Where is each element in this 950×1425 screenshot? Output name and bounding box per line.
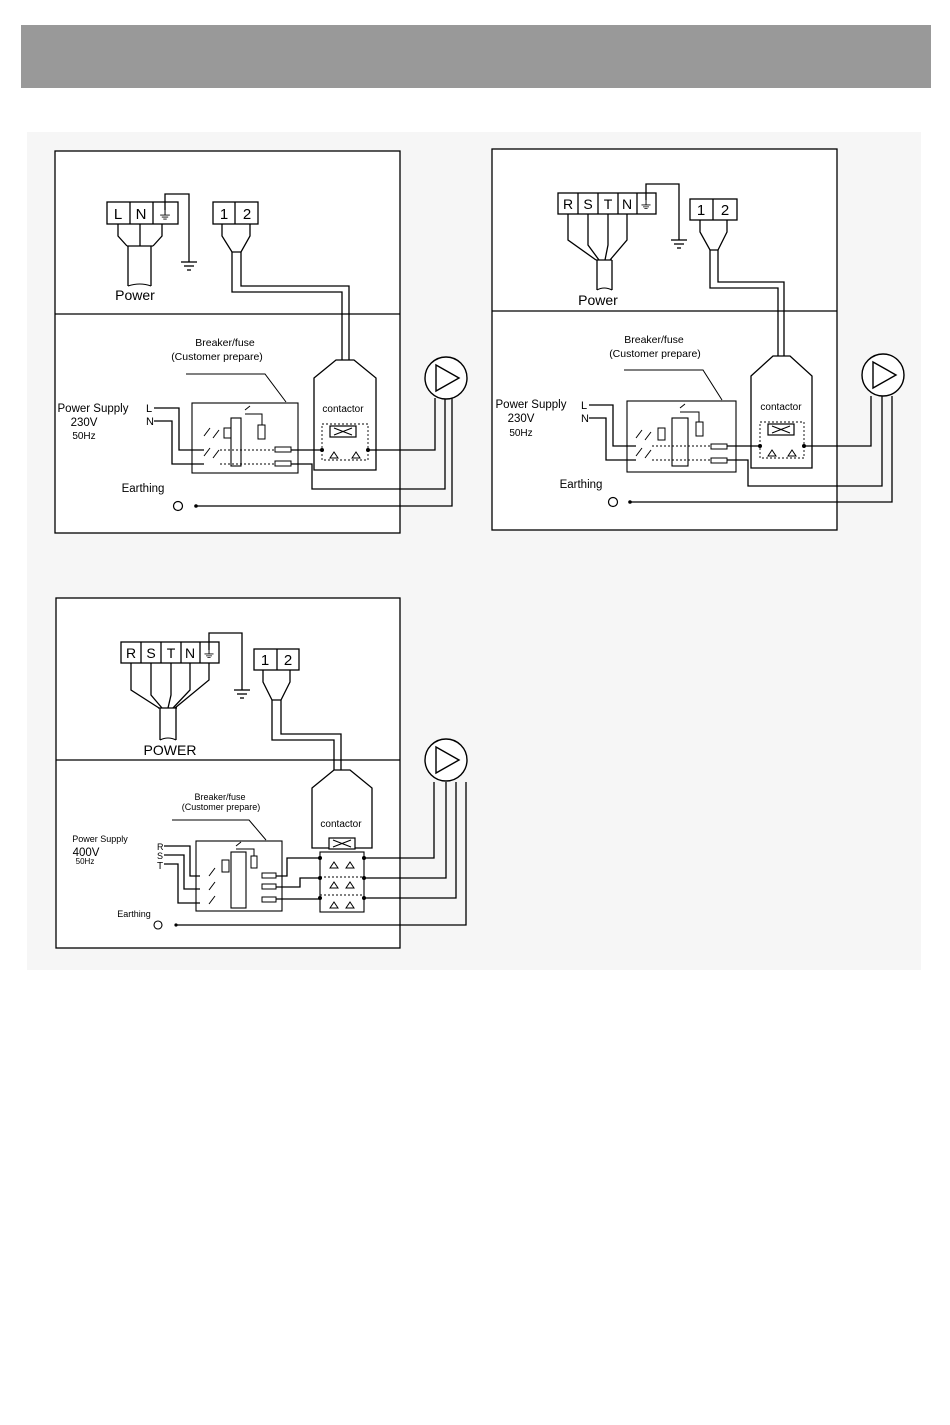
breaker-label: Breaker/fuse xyxy=(624,334,684,346)
earthing-label: Earthing xyxy=(560,479,603,491)
terminal-label: N xyxy=(622,196,632,212)
breaker-fuse xyxy=(196,841,282,911)
power-terminal-block: R S T N ⏚ xyxy=(121,642,219,663)
contactor-label: contactor xyxy=(760,402,802,413)
supply-label: Power Supply xyxy=(72,834,128,844)
line-label-n: N xyxy=(581,413,589,425)
earthing-label: Earthing xyxy=(122,483,165,495)
line-label-t: T xyxy=(157,861,163,872)
terminal-label: S xyxy=(146,645,155,661)
terminal-label: N xyxy=(185,645,195,661)
supply-label: Power Supply xyxy=(496,399,567,411)
terminal-label: R xyxy=(563,196,573,212)
control-terminal-block: 1 2 xyxy=(254,649,299,670)
diagram-three-phase-230v: R S T N ⏚ Power 1 2 contactor Breaker/fu… xyxy=(492,149,904,530)
terminal-label: R xyxy=(126,645,136,661)
breaker-sub-label: (Customer prepare) xyxy=(171,351,263,363)
contactor-label: contactor xyxy=(322,404,364,415)
terminal-label: 2 xyxy=(721,202,729,219)
contactor-label: contactor xyxy=(320,819,362,830)
line-label-s: S xyxy=(157,851,163,861)
power-terminal-block: L N ⏚ xyxy=(107,202,178,224)
line-label-l: L xyxy=(146,403,152,415)
breaker-fuse xyxy=(192,403,298,473)
terminal-label: T xyxy=(604,196,613,212)
breaker-fuse xyxy=(627,401,736,472)
breaker-label: Breaker/fuse xyxy=(194,792,245,802)
breaker-sub-label: (Customer prepare) xyxy=(182,802,261,812)
breaker-sub-label: (Customer prepare) xyxy=(609,348,701,360)
supply-label: Power Supply xyxy=(58,403,129,415)
terminal-label: 1 xyxy=(261,652,269,669)
terminal-label: L xyxy=(114,206,122,223)
breaker-label: Breaker/fuse xyxy=(195,337,255,349)
control-terminal-block: 1 2 xyxy=(213,202,258,224)
pump-icon xyxy=(862,354,904,396)
frequency-label: 50Hz xyxy=(509,428,532,439)
terminal-label: 2 xyxy=(243,206,251,223)
voltage-label: 230V xyxy=(71,417,98,429)
power-label: POWER xyxy=(144,742,197,758)
control-terminal-block: 1 2 xyxy=(690,199,737,220)
line-label-n: N xyxy=(146,416,154,428)
earthing-label: Earthing xyxy=(117,909,151,919)
terminal-label: N xyxy=(136,206,147,223)
frequency-label: 50Hz xyxy=(76,857,95,866)
terminal-label: 1 xyxy=(220,206,228,223)
earth-terminal-icon xyxy=(154,921,162,929)
power-label: Power xyxy=(578,292,618,308)
pump-icon xyxy=(425,357,467,399)
earth-terminal-icon xyxy=(174,502,183,511)
power-label: Power xyxy=(115,287,155,303)
terminal-label: S xyxy=(583,196,592,212)
power-terminal-block: R S T N ⏚ xyxy=(558,193,656,214)
diagram-single-phase: L N ⏚ Power 1 2 contactor Breaker/fuse (… xyxy=(55,151,467,533)
voltage-label: 230V xyxy=(508,413,535,425)
terminal-label: 1 xyxy=(697,202,705,219)
line-label-l: L xyxy=(581,400,587,412)
diagram-three-phase-400v: R S T N ⏚ POWER 1 2 contactor Breaker/fu… xyxy=(56,598,467,948)
terminal-label: 2 xyxy=(284,652,292,669)
earth-terminal-icon xyxy=(609,498,618,507)
pump-icon xyxy=(425,739,467,781)
terminal-label: T xyxy=(167,645,176,661)
frequency-label: 50Hz xyxy=(72,431,95,442)
